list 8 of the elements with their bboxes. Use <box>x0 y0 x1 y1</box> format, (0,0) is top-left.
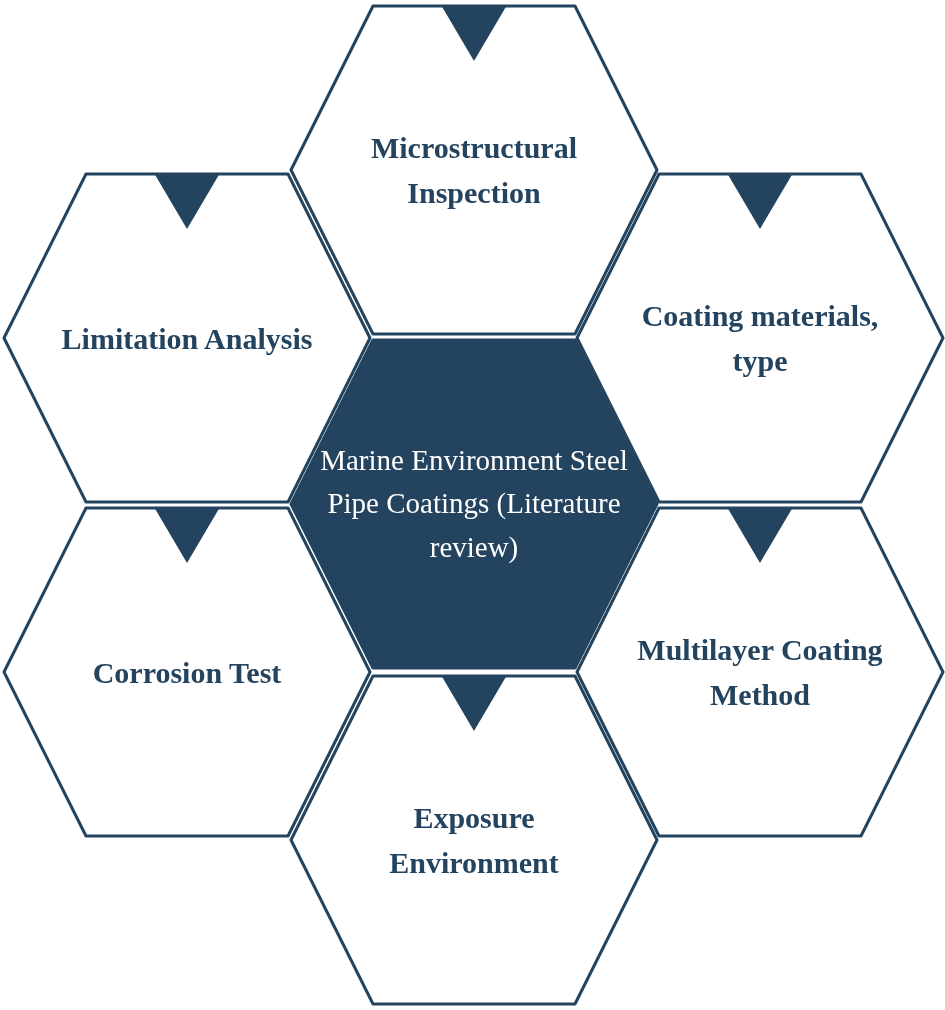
node-label: Multilayer Coating Method <box>636 632 884 713</box>
hexagon-node <box>288 673 660 1007</box>
node-label: Limitation Analysis <box>60 320 314 357</box>
node-label: Exposure Environment <box>388 800 560 881</box>
node-label: Marine Environment Steel Pipe Coatings (Literature review) <box>319 442 629 565</box>
node-label: Corrosion Test <box>91 654 283 691</box>
node-label: Coating materials, type <box>640 298 880 379</box>
node-label: Microstructural Inspection <box>369 130 578 211</box>
